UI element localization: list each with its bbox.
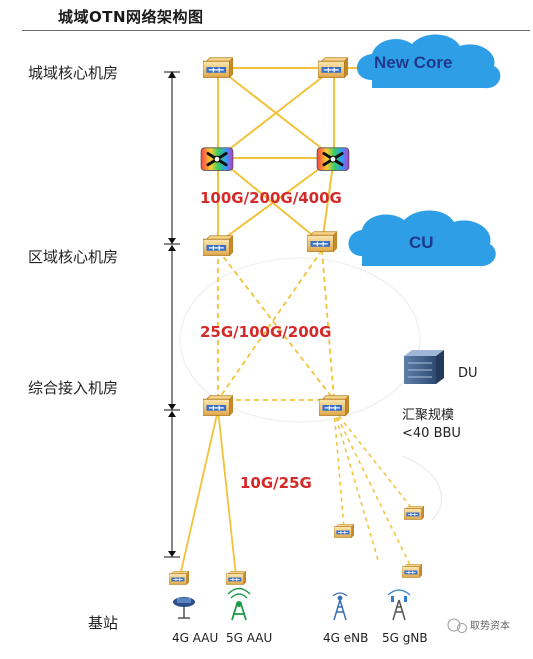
access-links: [179, 409, 237, 577]
5g-aau-icon: [227, 587, 251, 621]
otn-node-site-1: [169, 570, 189, 585]
otn-node-metro-core-left: [203, 57, 233, 78]
level-arrows: [164, 71, 180, 558]
4g-enb-icon: [332, 592, 348, 621]
rate-label-core: 100G/200G/400G: [200, 189, 342, 207]
otn-node-site-4: [404, 505, 424, 520]
otn-node-site-2: [226, 570, 246, 585]
du-scale-line-1: 汇聚规模: [402, 408, 454, 423]
title-rule: [22, 30, 530, 31]
aggregation-ring: [179, 257, 421, 423]
otn-node-access-right: [319, 395, 349, 416]
cloud-new-core: New Core: [357, 34, 501, 89]
roadm-node-right: [316, 146, 350, 172]
otn-node-access-left: [203, 395, 233, 416]
roadm-node-left: [200, 146, 234, 172]
level-label-access: 综合接入机房: [28, 379, 118, 397]
watermark: 取势资本: [447, 618, 510, 633]
cloud-label-cu: CU: [409, 233, 434, 252]
station-label-4g-enb: 4G eNB: [323, 631, 368, 645]
level-label-regional-core: 区域核心机房: [28, 248, 118, 266]
du-scale-line-2: <40 BBU: [402, 426, 461, 441]
cloud-cu: CU: [348, 210, 496, 267]
5g-gnb-icon: [387, 589, 411, 621]
level-label-base-station: 基站: [88, 614, 118, 632]
level-label-metro-core: 城域核心机房: [28, 64, 118, 82]
aggregation-links: [217, 249, 335, 401]
rate-label-access: 10G/25G: [240, 474, 312, 492]
du-server-icon: [404, 350, 444, 384]
diagram-title: 城域OTN网络架构图: [58, 8, 204, 26]
rate-label-aggregation: 25G/100G/200G: [200, 323, 331, 341]
station-label-5g-gnb: 5G gNB: [382, 631, 428, 645]
core-links: [217, 67, 360, 244]
watermark-text: 取势资本: [470, 619, 510, 632]
4g-aau-icon: [173, 597, 195, 619]
otn-node-regional-left: [203, 235, 233, 256]
otn-node-metro-core-right: [318, 57, 348, 78]
station-label-4g-aau: 4G AAU: [172, 631, 218, 645]
otn-node-site-3: [334, 523, 354, 538]
du-label: DU: [458, 366, 478, 381]
station-label-5g-aau: 5G AAU: [226, 631, 272, 645]
du-scope-arc: [401, 455, 442, 521]
otn-node-site-5: [402, 563, 422, 578]
cloud-label-new-core: New Core: [374, 53, 452, 72]
otn-node-regional-right: [307, 231, 337, 252]
fronthaul-links: [333, 409, 415, 570]
